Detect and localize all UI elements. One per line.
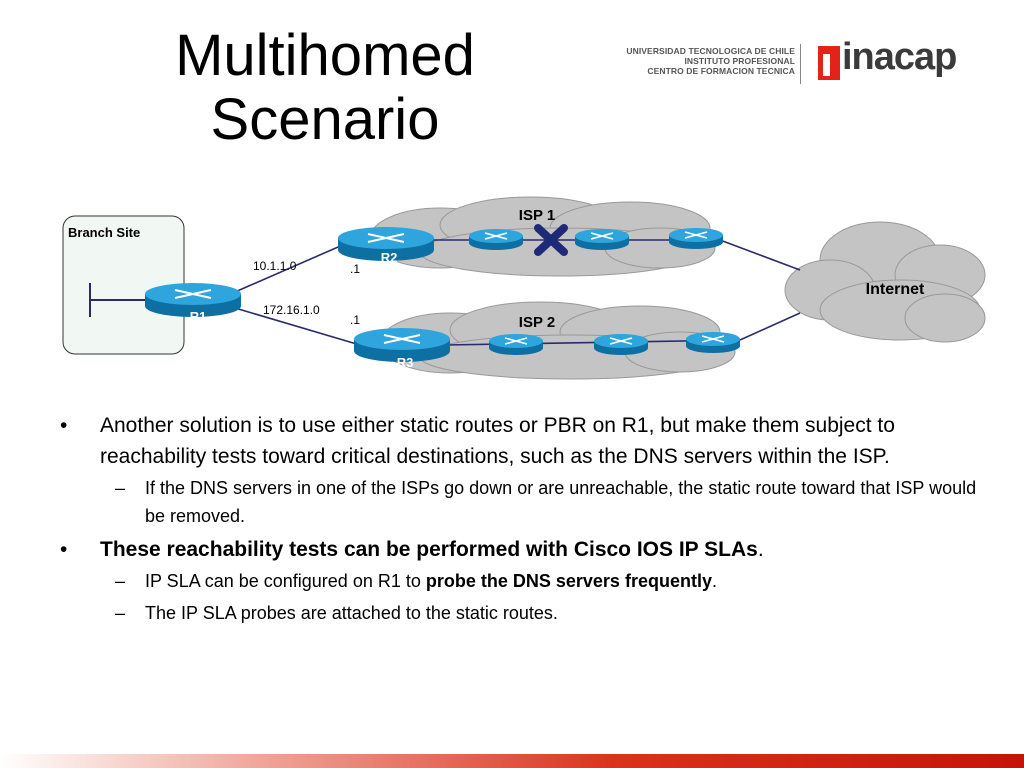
internet-label: Internet: [866, 281, 925, 298]
isp1-router-a-icon: [469, 229, 523, 250]
sub-bullet-mark: –: [115, 603, 126, 623]
net1-label: 10.1.1.0: [253, 259, 297, 273]
internet-cloud: [784, 221, 986, 343]
r2-host-label: .1: [350, 262, 360, 276]
isp2-router-a-icon: [489, 334, 543, 355]
isp2-label: ISP 2: [519, 314, 555, 331]
isp2-router-b-icon: [594, 334, 648, 355]
sub-bullet-mark: –: [115, 478, 126, 498]
title-line-2: Scenario: [210, 87, 440, 152]
sub-bullet-1-text: If the DNS servers in one of the ISPs go…: [145, 478, 977, 526]
bullet-2-bold-text: These reachability tests can be performe…: [100, 538, 758, 561]
sub-bullet-2-text: IP SLA can be configured on R1 to: [145, 571, 426, 591]
isp1-router-c-icon: [669, 228, 723, 249]
slide-title: Multihomed Scenario: [120, 24, 530, 152]
bullet-2-end: .: [757, 538, 764, 561]
logo-line-2: INSTITUTO PROFESIONAL: [684, 56, 795, 66]
slide-body: • Another solution is to use either stat…: [60, 410, 980, 631]
net2-label: 172.16.1.0: [263, 303, 320, 317]
isp2-router-c-icon: [686, 332, 740, 353]
bullet-1-text: Another solution is to use either static…: [100, 414, 895, 468]
sub-bullet-2-end: .: [711, 571, 717, 591]
logo-institution-text: UNIVERSIDAD TECNOLOGICA DE CHILE INSTITU…: [615, 46, 795, 76]
r1-label: R1: [190, 309, 207, 324]
title-line-1: Multihomed: [175, 23, 475, 88]
logo-wordmark: inacap: [842, 36, 957, 78]
logo-line-3: CENTRO DE FORMACION TECNICA: [647, 66, 795, 76]
sub-bullet-mark: –: [115, 571, 126, 591]
isp1-router-b-icon: [575, 229, 629, 250]
footer-accent-bar: [0, 754, 1024, 768]
link-failure-x-icon: [534, 224, 568, 256]
network-diagram: Branch Site ISP 1 ISP 2 Internet 10.1: [62, 196, 986, 380]
r3-label: R3: [397, 355, 414, 370]
isp1-label: ISP 1: [519, 207, 555, 224]
branch-site-label: Branch Site: [68, 225, 140, 240]
logo-line-1: UNIVERSIDAD TECNOLOGICA DE CHILE: [626, 46, 795, 56]
router-r1-icon: [145, 283, 241, 317]
sub-bullet-2-bold-text: probe the DNS servers frequently: [425, 571, 712, 591]
router-r3-icon: [354, 328, 450, 362]
sub-bullet-1: – If the DNS servers in one of the ISPs …: [60, 474, 980, 530]
logo-divider: [800, 44, 801, 84]
sub-bullet-3: – The IP SLA probes are attached to the …: [60, 599, 980, 627]
inacap-logo-mark-icon: [818, 46, 840, 80]
r2-label: R2: [381, 250, 398, 265]
bullet-1: • Another solution is to use either stat…: [60, 410, 980, 472]
router-r2-icon: [338, 227, 434, 261]
bullet-2: • These reachability tests can be perfor…: [60, 534, 980, 565]
sub-bullet-2: – IP SLA can be configured on R1 to prob…: [60, 567, 980, 595]
bullet-mark: •: [60, 538, 68, 561]
sub-bullet-3-text: The IP SLA probes are attached to the st…: [145, 603, 558, 623]
r3-host-label: .1: [350, 313, 360, 327]
bullet-mark: •: [60, 414, 68, 437]
